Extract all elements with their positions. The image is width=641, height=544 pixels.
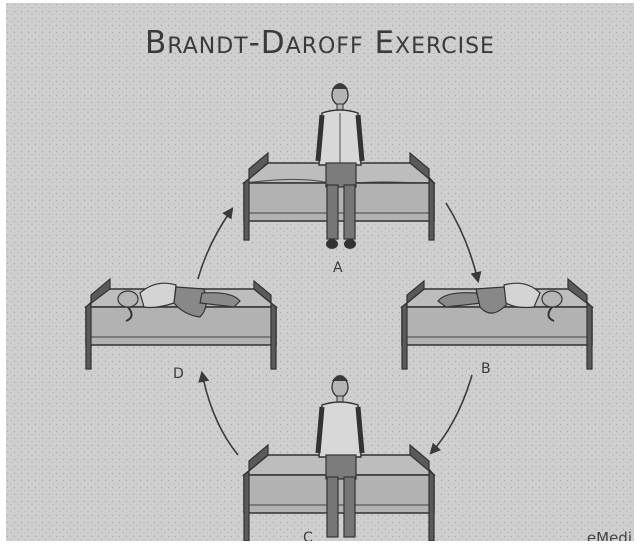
position-label-d: D xyxy=(173,366,184,382)
position-label-c: C xyxy=(303,530,313,541)
watermark-logo: eMedi xyxy=(587,529,632,541)
position-label-a: A xyxy=(333,260,343,276)
diagram-frame: Brandt-Daroff Exercise A B C D eMedi xyxy=(6,3,634,541)
diagram-title: Brandt-Daroff Exercise xyxy=(6,25,634,61)
exercise-illustration xyxy=(6,3,634,541)
position-label-b: B xyxy=(481,361,491,377)
